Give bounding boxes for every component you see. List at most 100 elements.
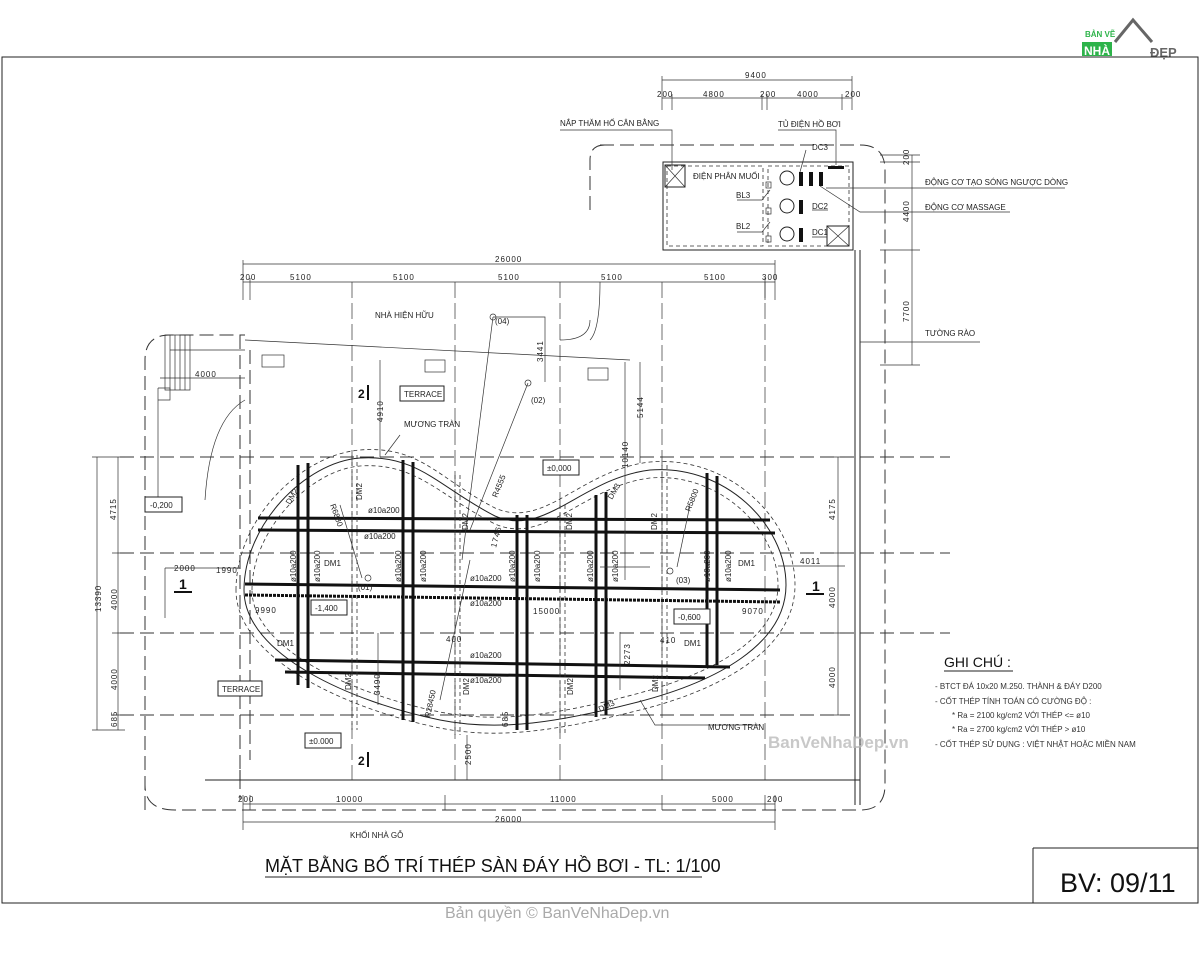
svg-text:ø10a200: ø10a200 — [703, 550, 712, 582]
rebar-labels: ø10a200 ø10a200 ø10a200 ø10a200 ø10a200 … — [289, 506, 733, 685]
section-markers: 2 2 1 1 — [174, 385, 824, 768]
svg-text:2: 2 — [358, 387, 365, 401]
svg-text:ĐẸP: ĐẸP — [1150, 45, 1177, 60]
svg-text:ø10a200: ø10a200 — [724, 550, 733, 582]
note-item: * Ra = 2700 kg/cm2 VỚI THÉP > ø10 — [952, 725, 1086, 734]
pump-pit-icon — [826, 225, 850, 247]
svg-text:ø10a200: ø10a200 — [470, 651, 502, 660]
logo-block — [1082, 42, 1112, 56]
existing-house-label: NHÀ HIỆN HỮU — [375, 311, 434, 320]
svg-text:ø10a200: ø10a200 — [364, 532, 396, 541]
rebar-horizontal — [244, 593, 781, 604]
title-block — [1032, 847, 1198, 903]
svg-text:9070: 9070 — [742, 607, 764, 616]
svg-text:5100: 5100 — [290, 273, 312, 282]
svg-text:ø10a200: ø10a200 — [470, 574, 502, 583]
svg-text:4715: 4715 — [109, 498, 118, 520]
center-point-icon — [524, 379, 532, 387]
svg-text:ø10a200: ø10a200 — [289, 550, 298, 582]
terrace-edge — [170, 339, 631, 501]
svg-text:410: 410 — [660, 636, 676, 645]
overflow-channel-outer — [235, 449, 796, 734]
svg-text:13390: 13390 — [94, 585, 103, 612]
fence-label: TƯỜNG RÀO — [925, 329, 975, 338]
svg-text:DM2: DM2 — [650, 513, 659, 530]
wood-block-label: KHỐI NHÀ GỖ — [350, 830, 403, 840]
svg-text:200: 200 — [902, 149, 911, 165]
svg-text:ø10a200: ø10a200 — [470, 599, 502, 608]
hatch-label: NẮP THĂM HỐ CÂN BẰNG — [560, 118, 659, 128]
svg-text:4175: 4175 — [828, 498, 837, 520]
house-outline — [559, 281, 601, 341]
svg-text:2273: 2273 — [623, 643, 632, 665]
bottom-dimensions: 200 10000 11000 5000 200 26000 — [238, 795, 782, 830]
svg-text:1990: 1990 — [216, 566, 238, 575]
pool-outline — [243, 457, 787, 726]
svg-text:-1,400: -1,400 — [315, 604, 338, 613]
svg-text:685: 685 — [501, 711, 510, 727]
svg-text:200: 200 — [240, 273, 256, 282]
svg-text:10140: 10140 — [621, 441, 630, 468]
bl2-label: BL2 — [736, 222, 751, 231]
svg-text:200: 200 — [760, 90, 776, 99]
svg-text:DM2: DM2 — [344, 673, 353, 690]
svg-text:±0,000: ±0,000 — [547, 464, 572, 473]
svg-text:200: 200 — [845, 90, 861, 99]
svg-text:DM2: DM2 — [566, 678, 575, 695]
svg-text:-0,600: -0,600 — [678, 613, 701, 622]
svg-text:11000: 11000 — [550, 795, 577, 804]
svg-text:5100: 5100 — [601, 273, 623, 282]
inspection-hatch-icon — [664, 164, 686, 188]
notes-title: GHI CHÚ : — [944, 654, 1011, 670]
svg-text:ø10a200: ø10a200 — [508, 550, 517, 582]
rebar-grid — [244, 455, 781, 735]
wave-motor-label: ĐỘNG CƠ TẠO SÓNG NGƯỢC DÒNG — [925, 178, 1068, 187]
motor-icon — [799, 172, 823, 242]
terrace-tag — [217, 680, 263, 697]
svg-text:ø10a200: ø10a200 — [586, 550, 595, 582]
svg-text:9990: 9990 — [255, 606, 277, 615]
svg-text:DM1: DM1 — [324, 559, 341, 568]
svg-text:ø10a200: ø10a200 — [533, 550, 542, 582]
svg-text:200: 200 — [657, 90, 673, 99]
inner-dimensions: 4000 3441 4910 10140 5144 2000 1990 9990… — [160, 340, 764, 780]
bl3-label: BL3 — [736, 191, 751, 200]
svg-text:-0,200: -0,200 — [150, 501, 173, 510]
terrace-tag — [399, 385, 445, 402]
svg-text:R28450: R28450 — [423, 689, 438, 719]
svg-text:ø10a200: ø10a200 — [611, 550, 620, 582]
svg-text:26000: 26000 — [495, 815, 522, 824]
watermark: BanVeNhaDep.vn — [768, 733, 909, 752]
logo: BẢN VẼ NHÀ ĐẸP — [1082, 17, 1177, 60]
rebar-horizontal — [284, 670, 706, 680]
point-03: (03) — [676, 576, 691, 585]
center-point-icon — [364, 574, 372, 582]
svg-text:3441: 3441 — [536, 340, 545, 362]
copyright-text: Bản quyền © BanVeNhaDep.vn — [445, 905, 669, 922]
pump-icon — [779, 226, 795, 242]
svg-text:2: 2 — [358, 754, 365, 768]
svg-text:2000: 2000 — [174, 564, 196, 573]
svg-text:400: 400 — [446, 635, 462, 644]
svg-text:DM2: DM2 — [462, 678, 471, 695]
planter-boxes — [261, 354, 609, 381]
overflow-label: MƯƠNG TRÀN — [708, 723, 764, 732]
center-point-icon — [666, 567, 674, 575]
leader-lines — [560, 129, 1065, 343]
note-item: - CỐT THÉP SỬ DỤNG : VIỆT NHẬT HOẶC MIỀN… — [935, 739, 1136, 749]
sheet-frame — [1, 56, 1199, 904]
svg-text:DM1: DM1 — [277, 639, 294, 648]
svg-text:BẢN VẼ: BẢN VẼ — [1085, 30, 1116, 39]
pump-icon — [779, 198, 795, 214]
svg-text:3490: 3490 — [373, 673, 382, 695]
svg-text:1: 1 — [812, 578, 820, 594]
dc2-label: DC2 — [812, 202, 829, 211]
svg-text:R5800: R5800 — [684, 487, 701, 513]
note-item: - CỐT THÉP TÍNH TOÁN CÓ CƯỜNG ĐỘ : — [935, 696, 1091, 706]
pool-wall-inner — [251, 465, 779, 718]
svg-text:5144: 5144 — [636, 396, 645, 418]
dc3-label: DC3 — [812, 143, 829, 152]
right-dimensions: 200 4400 7700 4175 4000 4000 4011 — [778, 149, 920, 716]
massage-motor-label: ĐỘNG CƠ MASSAGE — [925, 203, 1006, 212]
drawing-title: MẶT BẰNG BỐ TRÍ THÉP SÀN ĐÁY HỒ BƠI - TL… — [265, 855, 721, 876]
